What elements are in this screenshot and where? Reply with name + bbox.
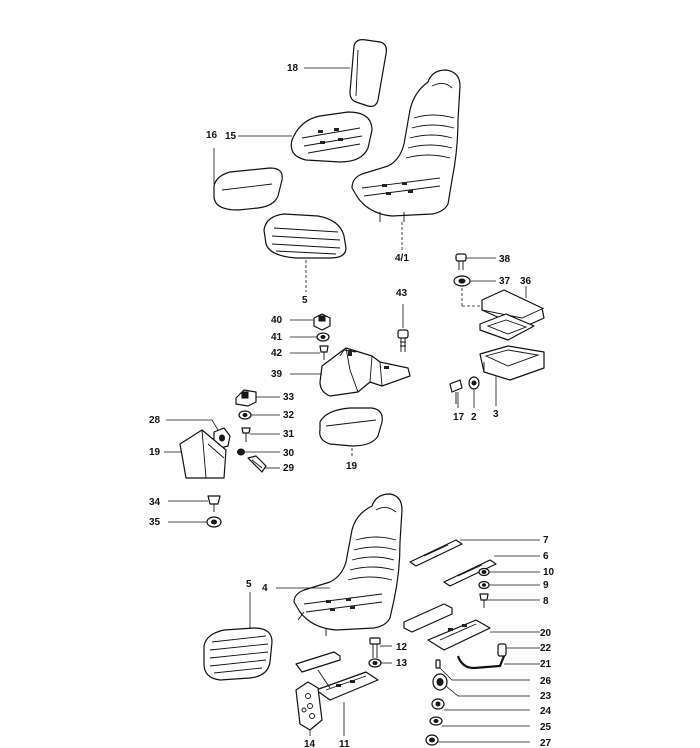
callout-30: 30 [283, 448, 295, 459]
callout-32: 32 [283, 410, 295, 421]
callout-10: 10 [543, 567, 555, 578]
seat-cushion-5-bottom [203, 627, 273, 681]
screw-2 [449, 379, 463, 404]
callout-14: 14 [304, 739, 316, 748]
washer-41 [316, 332, 330, 342]
callout-9: 9 [543, 580, 549, 591]
seat-runner-20 [403, 603, 491, 651]
headrest-cushion-18 [349, 39, 387, 107]
rod-21 [456, 655, 506, 670]
callout-37: 37 [499, 276, 511, 287]
callout-39: 39 [271, 369, 283, 380]
seat-cushion-5-top [263, 213, 347, 259]
callout-33: 33 [283, 392, 295, 403]
washer-37 [453, 275, 471, 287]
center-console-39 [319, 347, 411, 397]
callout-42: 42 [271, 348, 283, 359]
callout-2: 17 [453, 412, 465, 423]
callout-43: 43 [396, 288, 408, 299]
washer-25 [429, 716, 443, 726]
callout-40: 40 [271, 315, 283, 326]
rail-6 [443, 559, 497, 587]
leader-26 [439, 667, 530, 681]
callout-3: 2 [471, 412, 477, 423]
knob-23 [432, 673, 448, 691]
leader-23 [445, 685, 530, 697]
callout-25: 25 [540, 722, 552, 733]
seat-cushion-15 [290, 111, 373, 163]
pin-26 [435, 659, 441, 669]
callout-18: 18 [287, 63, 299, 74]
callout-4: 4 [262, 583, 268, 594]
bolt-8 [479, 593, 489, 608]
cap-24 [431, 698, 445, 710]
callout-5-top: 5 [302, 295, 308, 306]
console-lid-36 [481, 289, 545, 329]
callout-26: 26 [540, 676, 552, 687]
callout-21: 21 [540, 659, 552, 670]
screw-43 [397, 329, 409, 352]
callout-8: 8 [543, 596, 549, 607]
callout-27: 27 [540, 738, 552, 748]
callout-1: 3 [493, 409, 499, 420]
callout-23: 23 [540, 691, 552, 702]
callout-12: 12 [396, 642, 408, 653]
callout-16: 16 [206, 130, 218, 141]
callout-20: 20 [540, 628, 552, 639]
armrest-pad-17 [319, 407, 383, 447]
leader-28 [166, 419, 219, 431]
callout-5-bottom: 5 [246, 579, 252, 590]
sports-seat-4-1 [351, 69, 461, 222]
callout-31: 31 [283, 429, 295, 440]
console-box-1 [479, 345, 545, 381]
panel-19 [179, 429, 227, 479]
callout-28: 28 [149, 415, 161, 426]
callout-11: 11 [339, 739, 350, 748]
callout-34: 34 [149, 497, 161, 508]
nut-13 [368, 658, 382, 668]
callout-22: 22 [540, 643, 552, 654]
callout-35: 35 [149, 517, 161, 528]
callout-29: 29 [283, 463, 295, 474]
console-tray-insert [479, 313, 535, 341]
callout-15: 15 [225, 131, 237, 142]
nut-27 [425, 734, 439, 746]
seat-pad-16 [213, 167, 283, 211]
screw-38 [455, 253, 467, 270]
nut-35 [206, 516, 222, 528]
bracket-plate-14 [295, 681, 323, 731]
sports-seat-4 [293, 493, 403, 636]
screw-31 [241, 427, 251, 442]
callout-24: 24 [540, 706, 552, 717]
screw-34 [207, 495, 221, 512]
grommet-3 [468, 376, 480, 390]
callout-41: 41 [271, 332, 283, 343]
nut-10 [478, 567, 490, 577]
clip-40 [313, 313, 331, 331]
washer-32 [238, 410, 252, 420]
clip-22 [497, 643, 507, 657]
bolt-12 [369, 637, 381, 658]
callout-7: 7 [543, 535, 549, 546]
screw-42 [319, 345, 329, 360]
callout-17: 19 [346, 461, 358, 472]
nut-30 [237, 448, 245, 456]
callout-19: 19 [149, 447, 161, 458]
seat-runner-11 [295, 651, 379, 701]
callout-13: 13 [396, 658, 408, 669]
callout-38: 38 [499, 254, 511, 265]
callout-6: 6 [543, 551, 549, 562]
bracket-33 [235, 389, 257, 407]
washer-9 [478, 580, 490, 590]
rail-7 [409, 539, 463, 567]
callout-4-1: 4/1 [395, 253, 409, 264]
callout-36: 36 [520, 276, 532, 287]
bolt-29 [247, 455, 267, 473]
